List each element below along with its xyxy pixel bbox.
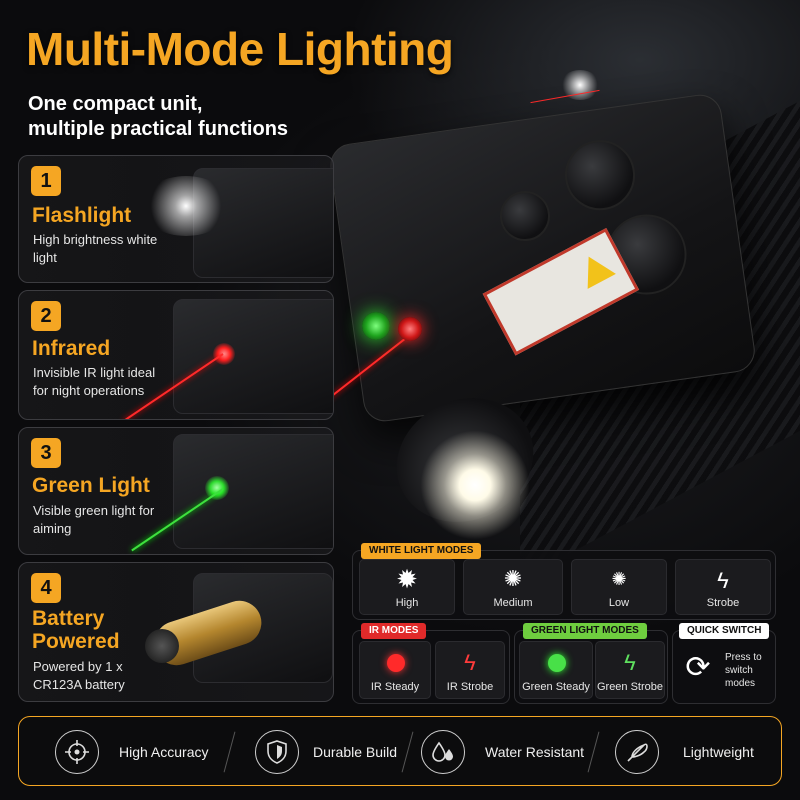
mode-label: Green Strobe bbox=[596, 681, 664, 693]
infrared-visual bbox=[122, 291, 333, 419]
feature-number: 1 bbox=[31, 166, 61, 196]
red-lens bbox=[398, 317, 422, 341]
feature-card-battery: 4 Battery Powered Powered by 1 x CR123A … bbox=[18, 562, 334, 702]
mode-medium: ✺ Medium bbox=[463, 559, 563, 615]
quick-switch-panel: QUICK SWITCH ⟳ Press to switch modes bbox=[672, 623, 776, 704]
mode-knob bbox=[496, 187, 554, 245]
feature-label: High Accuracy bbox=[119, 744, 209, 760]
sun-low-icon: ✺ bbox=[611, 569, 627, 589]
feature-number: 3 bbox=[31, 438, 61, 468]
feature-desc: Visible green light for aiming bbox=[33, 503, 155, 536]
laser-unit-image bbox=[327, 91, 758, 425]
page-subtitle: One compact unit, multiple practical fun… bbox=[28, 92, 348, 142]
quick-switch-text: Press to switch modes bbox=[725, 652, 762, 689]
white-light-modes-panel: WHITE LIGHT MODES ✹ High ✺ Medium ✺ Low … bbox=[352, 543, 776, 620]
sun-medium-icon: ✺ bbox=[503, 566, 523, 591]
bottom-features-bar: High Accuracy Durable Build Water Resist… bbox=[18, 716, 782, 786]
subtitle-line-2: multiple practical functions bbox=[28, 118, 289, 140]
flashlight-glow bbox=[420, 430, 530, 540]
feature-label: Water Resistant bbox=[485, 744, 585, 760]
ir-modes-tag: IR MODES bbox=[361, 623, 427, 639]
divider bbox=[587, 731, 600, 773]
red-lens-icon bbox=[213, 343, 235, 365]
green-lens bbox=[362, 312, 390, 340]
feature-card-flashlight: 1 Flashlight High brightness white light bbox=[18, 155, 334, 283]
feature-title-line-1: Battery bbox=[32, 607, 105, 630]
mode-label: Low bbox=[608, 597, 630, 609]
subtitle-line-1: One compact unit, bbox=[28, 93, 203, 115]
mode-label: IR Steady bbox=[370, 681, 420, 693]
shield-icon bbox=[255, 730, 299, 774]
flashlight-visual bbox=[133, 156, 333, 282]
mode-label: Strobe bbox=[706, 597, 740, 609]
feature-desc: Powered by 1 x CR123A battery bbox=[33, 659, 125, 692]
feature-title: Infrared bbox=[32, 337, 111, 360]
mode-ir-strobe: ϟ IR Strobe bbox=[435, 641, 505, 699]
mode-low: ✺ Low bbox=[571, 559, 667, 615]
feature-number: 2 bbox=[31, 301, 61, 331]
feature-label: Durable Build bbox=[313, 744, 398, 760]
flashlight-beam-icon bbox=[141, 176, 231, 236]
mode-ir-steady: IR Steady bbox=[359, 641, 431, 699]
feature-card-infrared: 2 Infrared Invisible IR light ideal for … bbox=[18, 290, 334, 420]
battery-cap-icon bbox=[145, 629, 179, 663]
feature-title: Flashlight bbox=[32, 204, 132, 227]
quick-switch-tag: QUICK SWITCH bbox=[679, 623, 770, 639]
green-lightning-icon: ϟ bbox=[624, 650, 636, 675]
red-lightning-icon: ϟ bbox=[464, 650, 476, 675]
white-light-modes-tag: WHITE LIGHT MODES bbox=[361, 543, 482, 559]
divider bbox=[223, 731, 236, 773]
device-thumbnail bbox=[173, 299, 333, 414]
green-light-modes-panel: GREEN LIGHT MODES Green Steady ϟ Green S… bbox=[514, 623, 668, 704]
mode-high: ✹ High bbox=[359, 559, 455, 615]
mode-label: Green Steady bbox=[522, 681, 590, 693]
mode-green-steady: Green Steady bbox=[519, 641, 593, 699]
green-dot-icon bbox=[548, 654, 566, 672]
sun-high-icon: ✹ bbox=[396, 564, 418, 594]
mode-label: Medium bbox=[493, 597, 533, 609]
water-drops-icon bbox=[421, 730, 465, 774]
mode-green-strobe: ϟ Green Strobe bbox=[595, 641, 665, 699]
mode-strobe: ϟ Strobe bbox=[675, 559, 771, 615]
green-light-modes-tag: GREEN LIGHT MODES bbox=[523, 623, 647, 639]
feature-desc: High brightness white light bbox=[33, 232, 158, 265]
feature-title: Green Light bbox=[32, 474, 150, 497]
divider bbox=[401, 731, 414, 773]
battery-visual bbox=[133, 563, 333, 701]
feature-card-green-light: 3 Green Light Visible green light for ai… bbox=[18, 427, 334, 555]
feature-title-line-2: Powered bbox=[32, 630, 120, 653]
device-thumbnail bbox=[173, 434, 333, 549]
cycle-arrows-icon: ⟳ bbox=[685, 651, 711, 684]
page-title: Multi-Mode Lighting bbox=[26, 23, 454, 75]
feature-number: 4 bbox=[31, 573, 61, 603]
feature-label: Lightweight bbox=[683, 744, 754, 760]
feature-desc: Invisible IR light ideal for night opera… bbox=[33, 365, 156, 398]
mode-label: High bbox=[395, 597, 419, 609]
green-visual bbox=[131, 428, 333, 554]
feather-icon bbox=[615, 730, 659, 774]
danger-label bbox=[482, 228, 640, 356]
ir-modes-panel: IR MODES IR Steady ϟ IR Strobe bbox=[352, 623, 510, 704]
crosshair-icon bbox=[55, 730, 99, 774]
lightning-icon: ϟ bbox=[717, 568, 729, 593]
rotary-knob bbox=[560, 135, 640, 215]
mode-label: IR Strobe bbox=[446, 681, 494, 693]
red-dot-icon bbox=[387, 654, 405, 672]
